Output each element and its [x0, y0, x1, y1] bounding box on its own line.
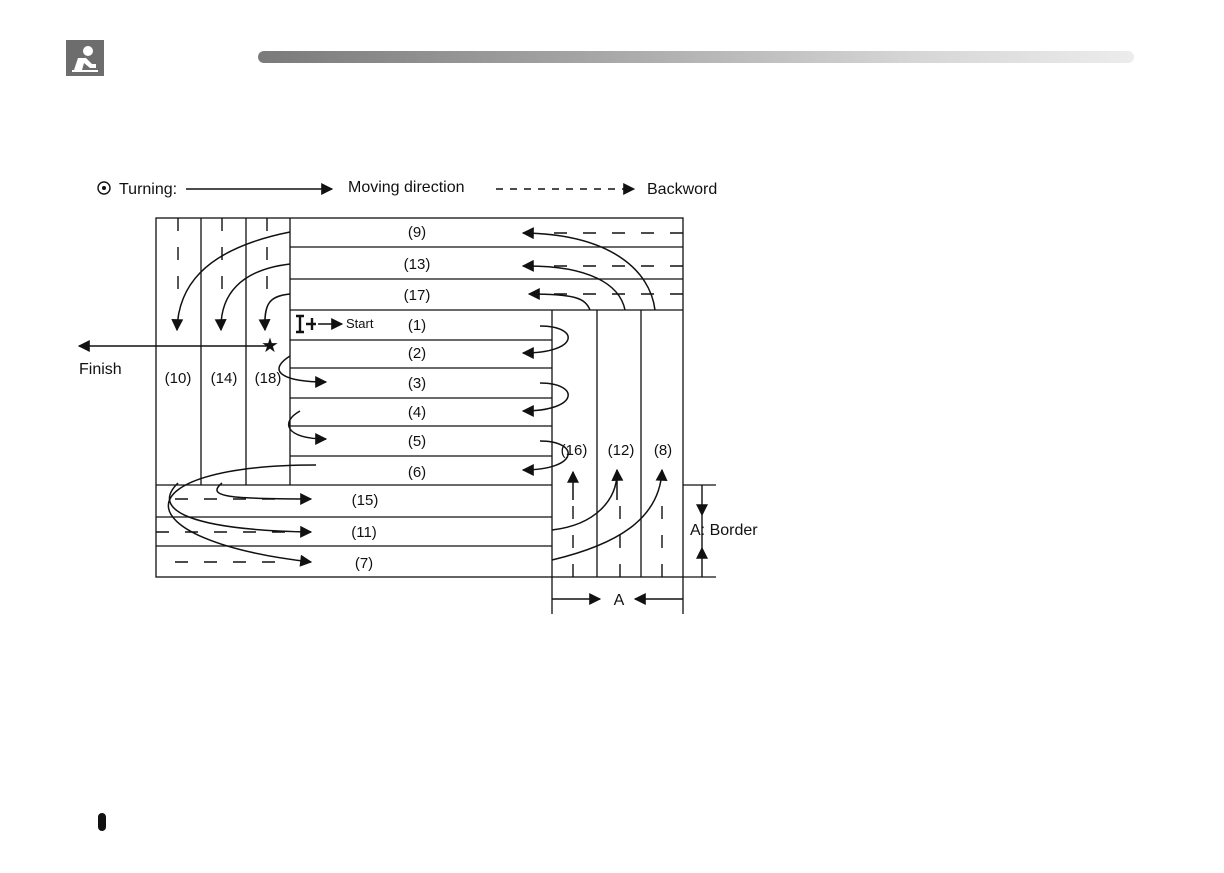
section-16: (16) [561, 442, 588, 459]
section-7: (7) [355, 555, 373, 572]
section-1: (1) [408, 317, 426, 334]
legend-moving: Moving direction [348, 179, 465, 196]
arrow-17-18 [265, 294, 290, 330]
section-5: (5) [408, 433, 426, 450]
border-label: A: Border [690, 522, 758, 539]
section-8: (8) [654, 442, 672, 459]
arrow-2-3 [279, 356, 326, 382]
section-17: (17) [404, 287, 431, 304]
legend-turning: Turning: [119, 181, 177, 198]
arrow-10-11 [169, 483, 311, 532]
section-2: (2) [408, 345, 426, 362]
finish-label: Finish [79, 361, 122, 378]
legend: Turning: Moving direction Backword [98, 179, 717, 198]
arrow-11-12 [552, 470, 617, 530]
arrow-8-9 [523, 233, 655, 310]
section-11: (11) [351, 524, 377, 541]
arrow-16-17 [529, 294, 590, 310]
section-9: (9) [408, 224, 426, 241]
section-14: (14) [211, 370, 238, 387]
section-13: (13) [404, 256, 431, 273]
section-15: (15) [352, 492, 379, 509]
section-12: (12) [608, 442, 635, 459]
arrow-3-4 [523, 383, 568, 411]
page-marker [98, 813, 106, 831]
arrow-13-14 [221, 264, 290, 330]
border-dimension [552, 485, 702, 599]
legend-backward: Backword [647, 181, 717, 198]
section-6: (6) [408, 464, 426, 481]
arrow-6-7 [168, 465, 316, 562]
field-grid [156, 218, 716, 614]
start-marker: Start [296, 316, 374, 332]
section-10: (10) [165, 370, 192, 387]
arrow-12-13 [523, 266, 625, 310]
section-4: (4) [408, 404, 426, 421]
finish-star: ★ [261, 335, 279, 357]
start-label: Start [346, 316, 374, 331]
section-3: (3) [408, 375, 426, 392]
arrow-4-5 [289, 411, 326, 439]
moving-paths [79, 232, 662, 562]
dimension-a-label: A [614, 592, 625, 609]
section-18: (18) [255, 370, 282, 387]
arrow-9-10 [177, 232, 290, 330]
arrow-7-8 [552, 470, 662, 560]
